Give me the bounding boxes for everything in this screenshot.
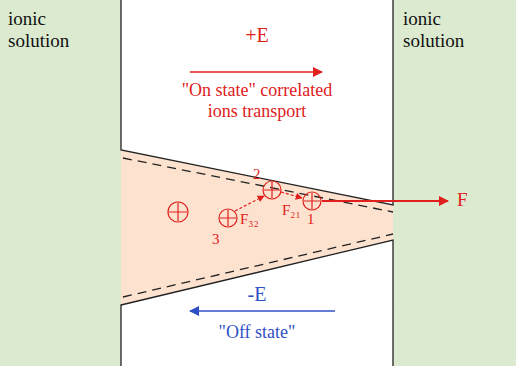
region-label: ionic solution <box>8 8 108 52</box>
force-label: F₃₂ <box>240 211 259 228</box>
field-label: +E <box>121 24 393 47</box>
solution-band <box>393 0 516 366</box>
solution-band <box>0 0 121 366</box>
membrane-block <box>121 240 393 366</box>
membrane-block <box>121 0 393 205</box>
ion-symbols <box>168 181 321 227</box>
state-label: "On state" correlated ions transport <box>167 80 347 121</box>
callout-number: 3 <box>212 231 220 248</box>
field-arrow <box>190 71 322 73</box>
pore-wall-dashed <box>123 158 393 212</box>
region-label: ionic solution <box>403 8 503 52</box>
membrane-block: +E "On state" correlated ions transport <box>121 0 393 150</box>
solution-band: ionic solution <box>393 0 516 366</box>
field-label: -E <box>121 283 393 306</box>
state-label: "Off state" <box>157 322 357 343</box>
membrane-block: -E "Off state" <box>121 270 393 366</box>
force-label: F₂₁ <box>282 202 301 219</box>
field-arrow <box>190 310 335 312</box>
callout-number: 2 <box>253 166 261 183</box>
solution-band: ionic solution <box>0 0 121 366</box>
callout-number: 1 <box>307 211 315 228</box>
force-label: F <box>457 190 468 211</box>
force-arrow <box>281 192 302 198</box>
force-arrow <box>235 196 264 211</box>
force-arrow <box>322 200 448 202</box>
